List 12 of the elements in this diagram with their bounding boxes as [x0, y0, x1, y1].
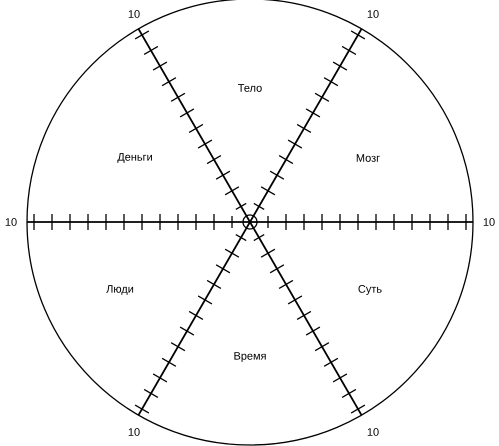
- label: 10: [128, 428, 140, 436]
- label: 10: [484, 218, 495, 226]
- label: 10: [368, 10, 379, 18]
- label: 10: [368, 428, 379, 436]
- label: Мозг: [356, 154, 380, 162]
- label: 10: [6, 218, 17, 226]
- label: Люди: [106, 285, 134, 295]
- label: 10: [128, 10, 140, 18]
- label: Время: [234, 352, 266, 362]
- label: Суть: [358, 285, 382, 295]
- label: Тело: [238, 84, 262, 92]
- label: Деньги: [117, 153, 152, 163]
